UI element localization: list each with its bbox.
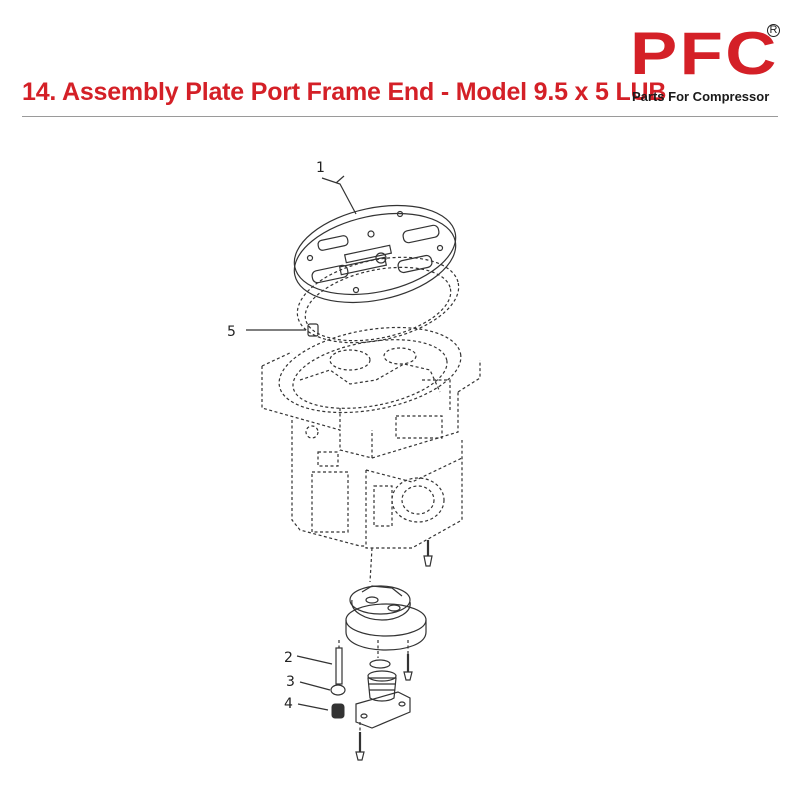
- part-5-dowel: [307, 323, 319, 337]
- bottom-bolt: [355, 722, 365, 761]
- part-2-pin: [335, 640, 343, 685]
- pfc-logo: PFC R Parts For Compressor: [630, 22, 780, 112]
- logo-tagline: Parts For Compressor: [632, 89, 770, 104]
- plate-gasket: [296, 256, 460, 344]
- callout-4-leader: [297, 703, 329, 711]
- pump-bolt: [403, 640, 413, 681]
- part-3-washer: [330, 684, 346, 696]
- callout-3-leader: [299, 681, 331, 691]
- part-4-nut: [331, 703, 345, 719]
- callout-2-leader: [296, 655, 333, 665]
- assembly-plate: [293, 204, 457, 304]
- callout-1: 1: [316, 160, 325, 176]
- frame-end-body: [261, 326, 481, 549]
- registered-mark-icon: R: [767, 24, 780, 37]
- callout-1-tick: [335, 175, 345, 184]
- assembly-centerline: [369, 547, 373, 583]
- callout-2: 2: [284, 650, 293, 666]
- frame-bolt: [423, 540, 433, 567]
- logo-letters: PFC: [630, 20, 779, 87]
- plate-gasket-inner: [304, 266, 452, 342]
- title-divider: [22, 116, 778, 117]
- callout-1-leader: [321, 177, 357, 215]
- strainer-assembly: [355, 640, 411, 729]
- callout-5: 5: [227, 324, 236, 340]
- callout-3: 3: [286, 674, 295, 690]
- oil-pump-assembly: [345, 585, 427, 651]
- page-title: 14. Assembly Plate Port Frame End - Mode…: [22, 78, 667, 106]
- callout-4: 4: [284, 696, 293, 712]
